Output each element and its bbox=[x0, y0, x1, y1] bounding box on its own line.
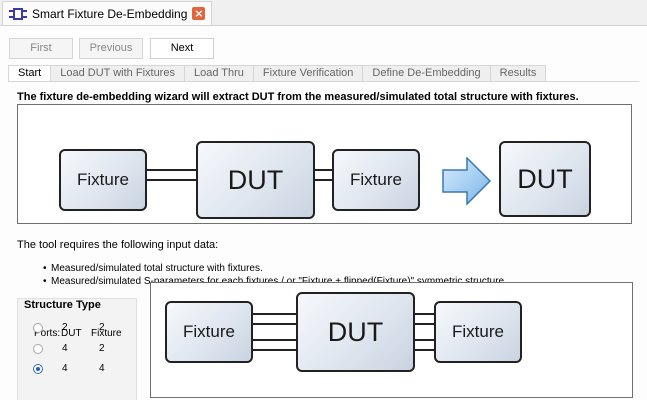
requirements-list: Measured/simulated total structure with … bbox=[43, 262, 507, 288]
tab-load-thru[interactable]: Load Thru bbox=[184, 65, 254, 82]
input-requirements-text: The tool requires the following input da… bbox=[17, 239, 219, 251]
dut-block: DUT bbox=[196, 141, 315, 219]
de-embedding-diagram: Fixture DUT Fixture DUT bbox=[17, 104, 632, 224]
connection-line bbox=[251, 313, 299, 325]
connection-line bbox=[251, 339, 299, 351]
fixture-ports-value: 2 bbox=[99, 322, 105, 333]
tab-define-de-embedding[interactable]: Define De-Embedding bbox=[363, 65, 491, 82]
fixture-ports-value: 4 bbox=[99, 363, 105, 374]
tab-divider bbox=[8, 81, 639, 82]
component-icon bbox=[9, 7, 27, 21]
wizard-panel: First Previous Next Start Load DUT with … bbox=[0, 25, 647, 400]
tab-start[interactable]: Start bbox=[8, 65, 52, 82]
connection-line bbox=[312, 169, 335, 181]
list-item: Measured/simulated S-parameters for each… bbox=[43, 275, 507, 288]
connection-line bbox=[145, 169, 199, 181]
structure-option-2-2-radio[interactable] bbox=[33, 323, 43, 333]
dut-column-header: DUT bbox=[61, 328, 82, 339]
structure-option-4-2-radio[interactable] bbox=[33, 344, 43, 354]
next-button[interactable]: Next bbox=[150, 38, 214, 59]
tab-load-dut-with-fixtures[interactable]: Load DUT with Fixtures bbox=[51, 65, 185, 82]
list-item: Measured/simulated total structure with … bbox=[43, 262, 507, 275]
dut-block: DUT bbox=[296, 292, 415, 372]
first-button[interactable]: First bbox=[9, 38, 73, 59]
fixture-block-left: Fixture bbox=[165, 301, 253, 363]
tab-fixture-verification[interactable]: Fixture Verification bbox=[253, 65, 364, 82]
title-bar: Smart Fixture De-Embedding × bbox=[0, 0, 647, 26]
result-dut-block: DUT bbox=[499, 141, 591, 217]
fixture-block-left: Fixture bbox=[59, 149, 147, 211]
structure-option-4-4-radio[interactable] bbox=[33, 364, 43, 374]
fixture-block-right: Fixture bbox=[434, 301, 522, 363]
connection-line bbox=[412, 339, 437, 351]
fixture-block-right: Fixture bbox=[332, 149, 420, 211]
wizard-tabs: Start Load DUT with Fixtures Load Thru F… bbox=[8, 65, 547, 82]
window-title: Smart Fixture De-Embedding bbox=[32, 6, 188, 21]
structure-diagram: Fixture DUT Fixture bbox=[150, 282, 633, 398]
ports-label: Ports: bbox=[34, 328, 61, 339]
fixture-column-header: Fixture bbox=[91, 328, 122, 339]
connection-line bbox=[412, 313, 437, 325]
dut-ports-value: 4 bbox=[62, 343, 68, 354]
right-arrow-icon bbox=[442, 157, 492, 205]
tab-results[interactable]: Results bbox=[490, 65, 547, 82]
close-icon[interactable]: × bbox=[192, 7, 206, 20]
dut-ports-value: 2 bbox=[62, 322, 68, 333]
fixture-ports-value: 2 bbox=[99, 343, 105, 354]
dut-ports-value: 4 bbox=[62, 363, 68, 374]
structure-type-title: Structure Type bbox=[24, 299, 101, 311]
document-tab[interactable]: Smart Fixture De-Embedding × bbox=[2, 1, 213, 25]
previous-button[interactable]: Previous bbox=[79, 38, 143, 59]
wizard-description: The fixture de-embedding wizard will ext… bbox=[17, 91, 579, 103]
